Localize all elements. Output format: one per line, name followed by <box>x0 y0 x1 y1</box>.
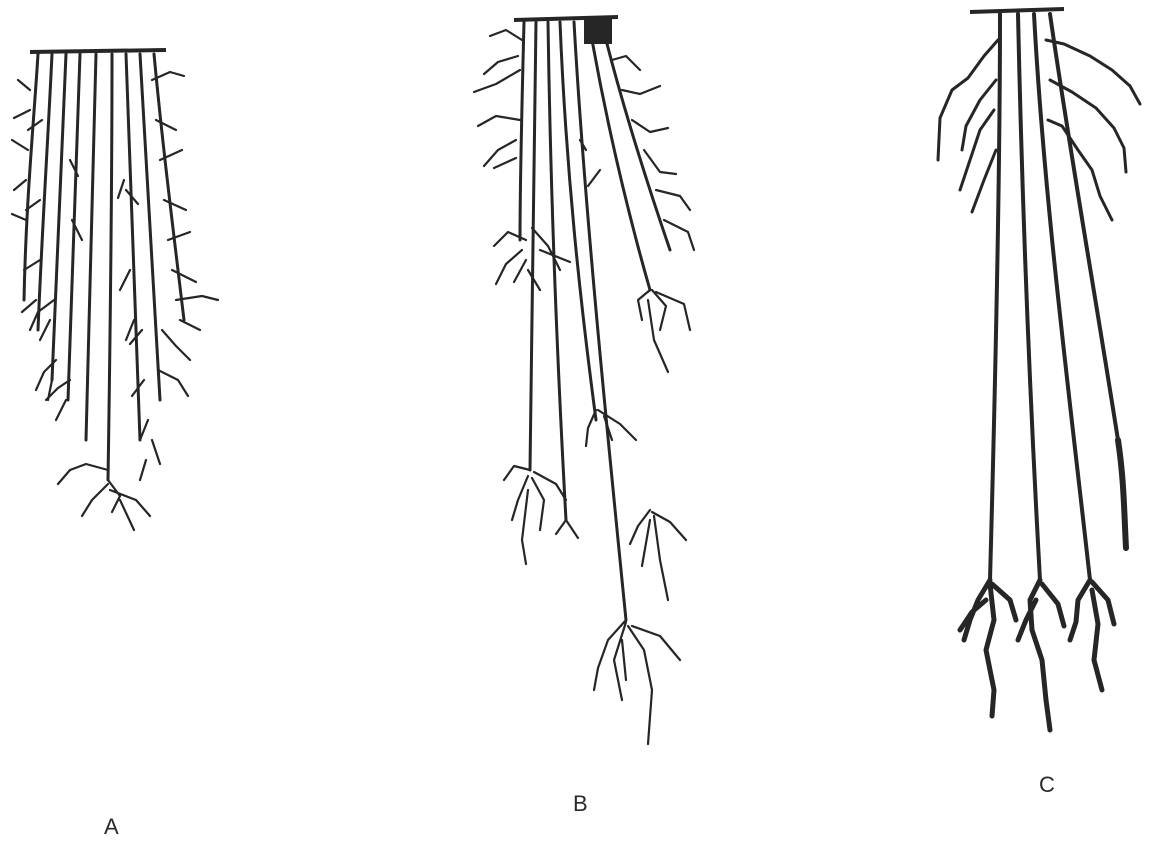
lateral-roots-b <box>474 30 694 744</box>
main-roots-c <box>990 14 1118 580</box>
root-tips-c <box>960 580 1114 730</box>
soil-surface-line-a <box>30 50 166 52</box>
root-system-c <box>938 9 1140 730</box>
lateral-roots-a <box>12 72 218 530</box>
stem-base-b <box>584 18 612 44</box>
root-system-a <box>12 50 218 530</box>
panel-label-a: A <box>104 816 119 838</box>
root-system-b <box>474 17 694 744</box>
panel-label-b: B <box>573 793 588 815</box>
main-roots-a <box>24 54 184 480</box>
panel-label-c: C <box>1039 774 1055 796</box>
soil-surface-line-c <box>970 9 1064 12</box>
